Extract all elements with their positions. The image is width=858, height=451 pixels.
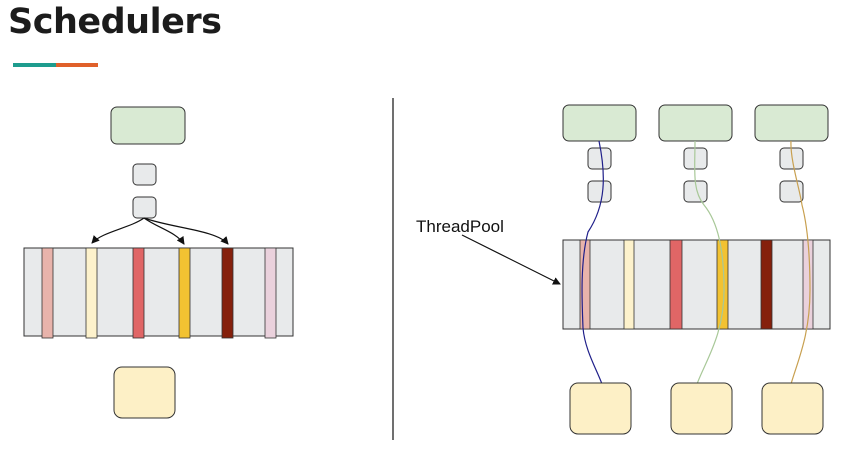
pool-thread-5 [760, 239, 773, 330]
pool-thread-4 [716, 239, 729, 330]
thread-slot-2 [85, 247, 98, 339]
single-thread-scheduler [23, 106, 294, 419]
page-title: Schedulers [8, 2, 222, 42]
task-path-1 [581, 140, 604, 385]
consumer-box-2 [670, 382, 733, 435]
pool-thread-1 [579, 239, 591, 330]
queue-task-1a [587, 147, 612, 170]
queue-task-2a [683, 147, 708, 170]
dispatch-arrow-1 [91, 217, 145, 244]
consumer-box-1 [569, 382, 632, 435]
thread-pool-band [562, 239, 831, 330]
source-box [110, 106, 186, 145]
thread-slot-3 [132, 247, 145, 339]
thread-pool-label: ThreadPool [416, 217, 504, 236]
source-box-3 [754, 104, 829, 142]
task-path-2 [694, 140, 725, 385]
consumer-box [113, 366, 176, 419]
pool-thread-3 [669, 239, 683, 330]
thread-slot-5 [221, 247, 234, 339]
consumer-box-3 [761, 382, 824, 435]
task-path-3 [790, 140, 811, 385]
queue-task-2 [132, 196, 157, 219]
source-box-1 [562, 104, 637, 142]
executor-band [23, 247, 294, 337]
dispatch-arrow-2 [143, 217, 185, 245]
queue-task-3b [779, 180, 804, 203]
pool-thread-2 [623, 239, 635, 330]
thread-slot-4 [178, 247, 191, 339]
thread-pool-scheduler: ThreadPool [416, 104, 831, 435]
title-underline-orange [56, 63, 98, 67]
source-box-2 [658, 104, 733, 142]
thread-slot-1 [41, 247, 54, 339]
queue-task-1 [132, 163, 157, 186]
title-underline-teal [13, 63, 56, 67]
dispatch-arrow-3 [143, 217, 229, 245]
thread-slot-6 [264, 247, 277, 339]
queue-task-1b [587, 180, 612, 203]
thread-pool-pointer-arrow [461, 234, 561, 285]
